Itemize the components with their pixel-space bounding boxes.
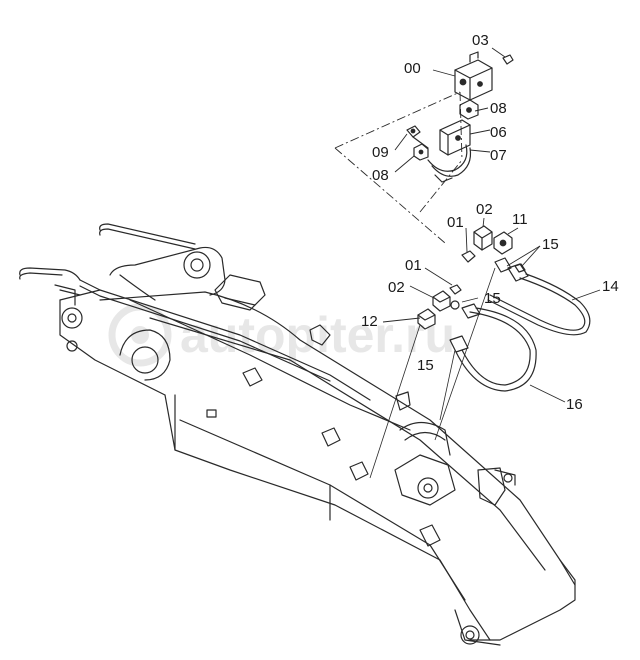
label-06: 06 [490,124,507,141]
valve-block-part-00 [454,51,493,101]
hose-part-16 [449,303,537,392]
watermark: autopiter.ru [108,303,455,367]
assembly-lines [369,267,496,479]
label-09: 09 [372,144,389,161]
upper-assembly-frame [334,91,463,244]
label-11: 11 [512,211,528,228]
label-03: 03 [472,32,489,49]
label-16: 16 [566,396,583,413]
boom-valve-mount [394,421,516,506]
fitting-part-02-lower [432,290,451,312]
clamp-band-part-07 [427,144,472,183]
label-15-c: 15 [417,357,434,374]
boom-pipes [19,223,411,431]
label-02-lower: 02 [388,279,405,296]
label-01-lower: 01 [405,257,422,274]
hose-part-14 [487,257,591,336]
boom-clamps [242,324,441,547]
fitting-part-01-upper [461,250,476,263]
label-15-a: 15 [542,236,559,253]
boom-arm [59,246,576,646]
label-02-upper: 02 [476,201,493,218]
leader-lines [382,47,601,403]
oring-part-15-small [450,300,460,310]
part-number-labels: 00 03 08 06 09 07 08 01 02 11 15 01 14 0… [361,32,619,413]
label-12: 12 [361,313,378,330]
plug-part-03 [502,54,514,65]
fitting-part-11 [493,231,513,255]
label-07: 07 [490,147,507,164]
watermark-text: autopiter.ru [180,307,455,363]
label-00: 00 [404,60,421,77]
fitting-part-02-upper [473,225,493,251]
nut-part-08-upper [459,99,479,120]
fitting-part-01-lower [449,284,462,295]
label-08-lower: 08 [372,167,389,184]
label-15-b: 15 [484,290,501,307]
label-14: 14 [602,278,619,295]
label-08-upper: 08 [490,100,507,117]
bracket-part-06 [439,119,471,156]
bolt-part-09 [406,125,429,149]
fitting-part-12 [417,308,436,330]
label-01-upper: 01 [447,214,464,231]
